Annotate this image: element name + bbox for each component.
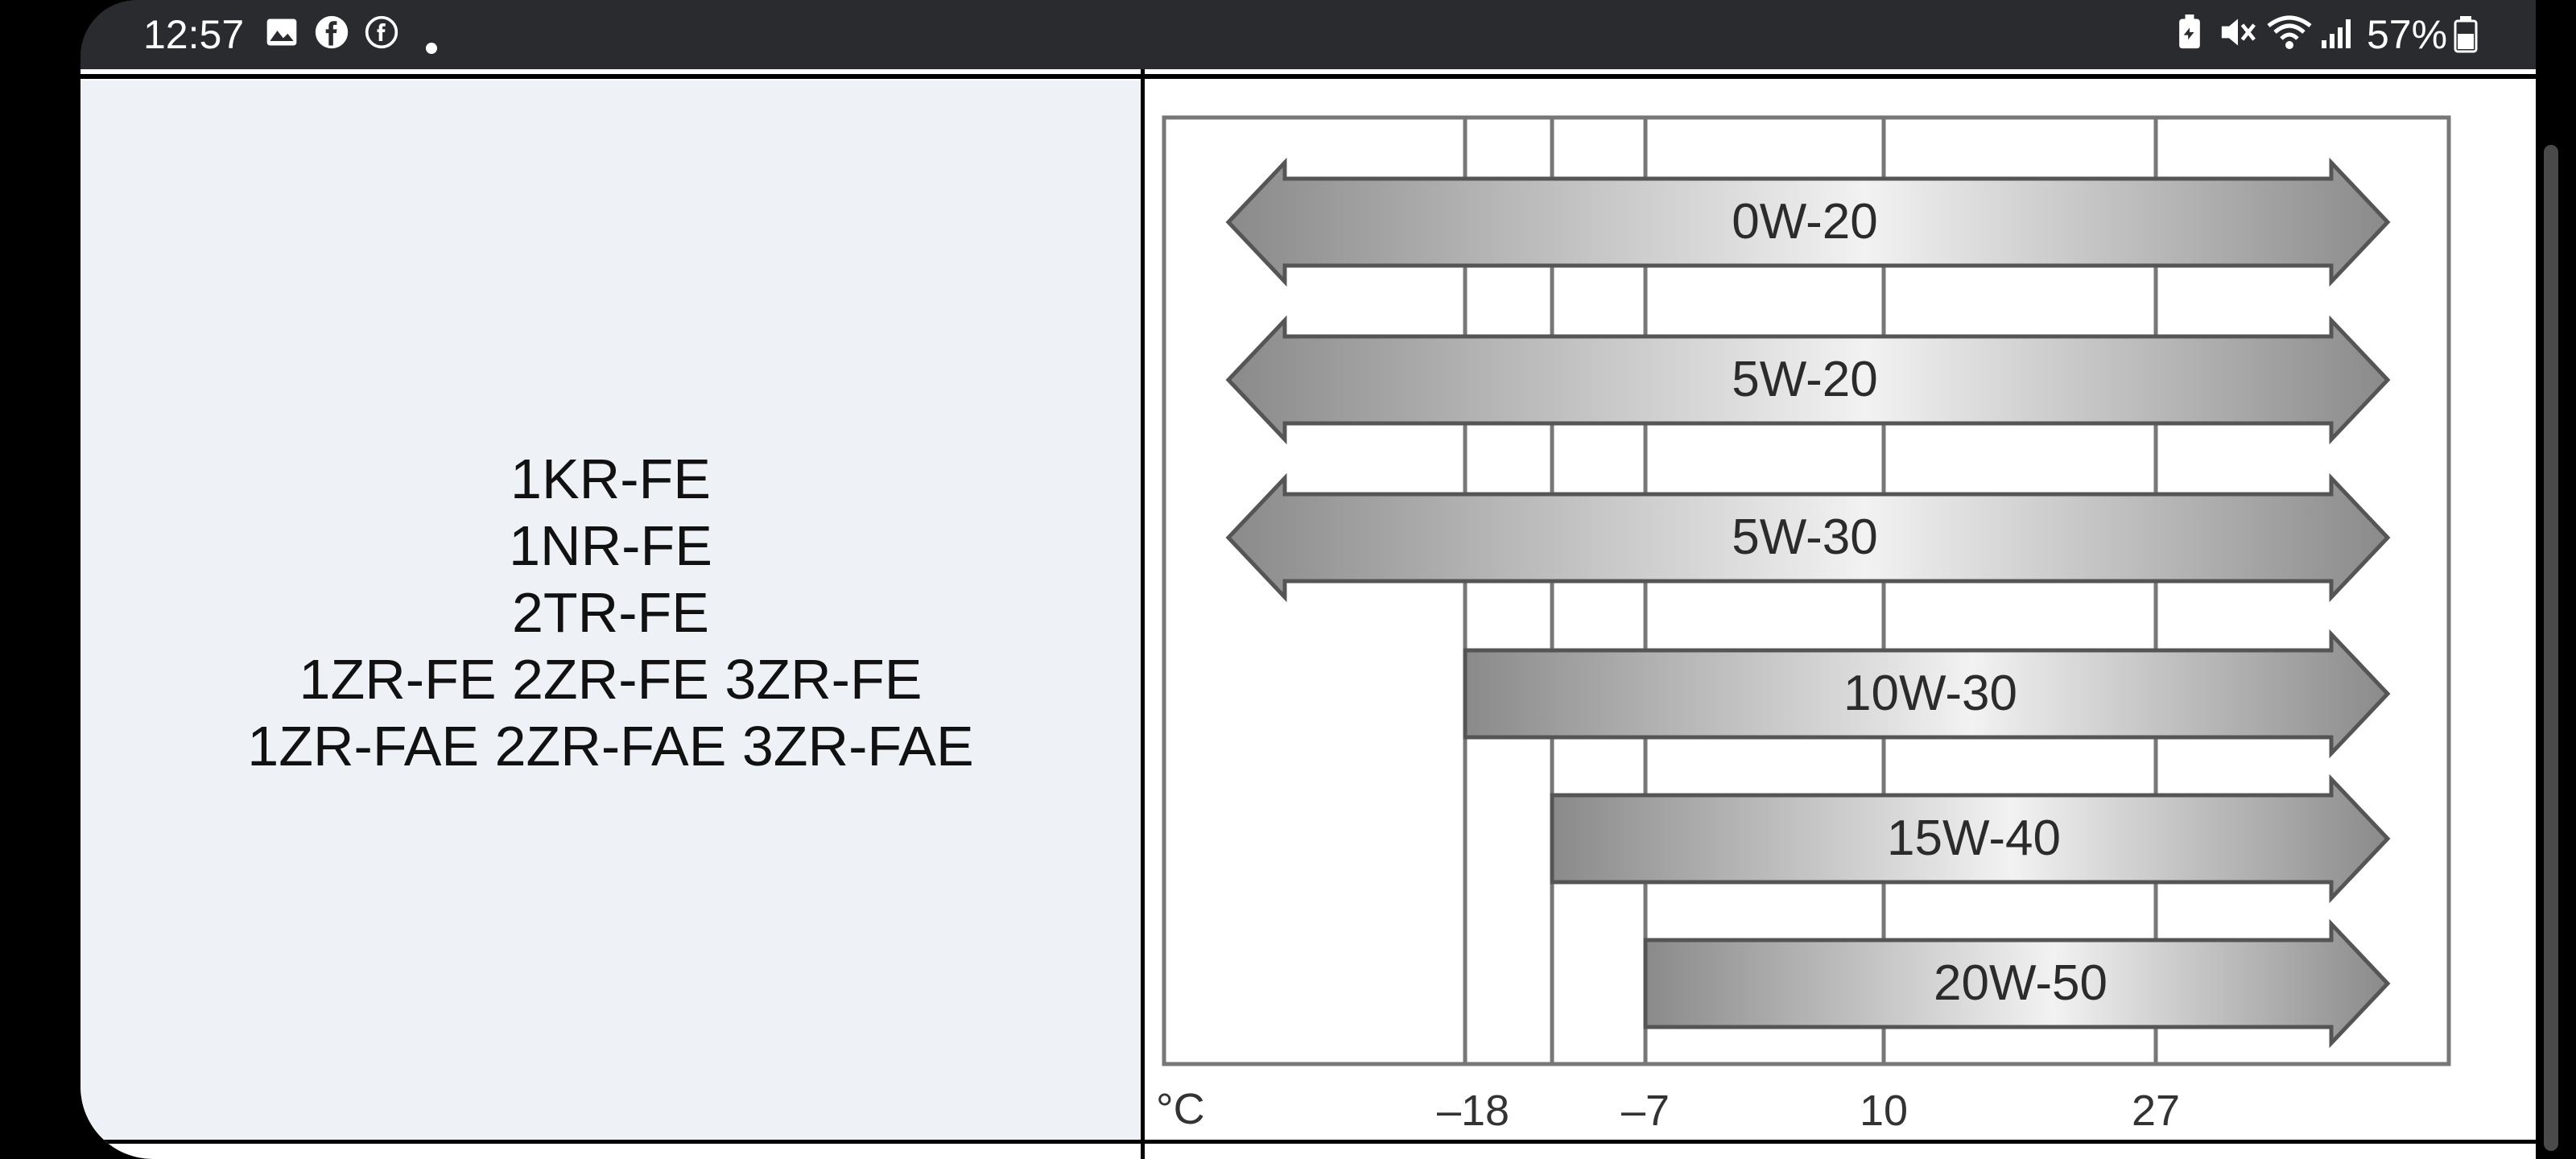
chart-frame xyxy=(1162,115,2451,1066)
viscosity-arrow-shape xyxy=(1643,918,2391,1049)
oil-viscosity-chart: 0W-20 5W-20 5W-30 10W-30 15W-40 20W-50 –18 –7 1… xyxy=(1145,80,2536,1145)
x-tick-label: –7 xyxy=(1621,1087,1670,1135)
viscosity-arrow-shape xyxy=(1463,629,2391,759)
x-tick-label: –18 xyxy=(1437,1087,1509,1135)
viscosity-label: 10W-30 xyxy=(1843,666,2017,721)
viscosity-chart-svg: 0W-20 5W-20 5W-30 10W-30 15W-40 20W-50 –18 –7 1… xyxy=(1156,115,2451,1135)
battery-percent: 57% xyxy=(2367,12,2448,57)
manual-page: 1KR-FE 1NR-FE 2TR-FE 1ZR-FE 2ZR-FE 3ZR-F… xyxy=(80,69,2536,1159)
x-tick-label: 27 xyxy=(2132,1087,2180,1135)
facebook-icon xyxy=(314,14,349,58)
viscosity-arrow-shape xyxy=(1225,472,2391,603)
engine-list-cell: 1KR-FE 1NR-FE 2TR-FE 1ZR-FE 2ZR-FE 3ZR-F… xyxy=(80,80,1141,1145)
status-time: 12:57 xyxy=(143,12,245,57)
viscosity-label: 15W-40 xyxy=(1887,810,2061,866)
image-icon xyxy=(264,14,299,58)
engine-item: 2TR-FE xyxy=(511,580,709,644)
viscosity-arrow-shape xyxy=(1550,773,2391,904)
temperature-unit-label: °C xyxy=(1156,1085,1205,1133)
battery-saver-icon xyxy=(2174,14,2206,58)
viscosity-arrow: 5W-30 xyxy=(1225,472,2391,603)
signal-icon xyxy=(2320,14,2355,58)
viscosity-arrow: 0W-20 xyxy=(1225,157,2391,287)
engine-item: 1ZR-FE 2ZR-FE 3ZR-FE xyxy=(299,647,923,711)
engine-item: 1KR-FE xyxy=(510,447,711,510)
viscosity-label: 5W-30 xyxy=(1732,509,1878,565)
viscosity-arrow: 20W-50 xyxy=(1643,918,2391,1049)
viscosity-label: 20W-50 xyxy=(1934,955,2107,1011)
engine-list: 1KR-FE 1NR-FE 2TR-FE 1ZR-FE 2ZR-FE 3ZR-F… xyxy=(247,446,973,780)
mute-icon xyxy=(2219,14,2257,58)
table-divider xyxy=(1141,69,1145,1159)
viscosity-arrow: 5W-20 xyxy=(1225,315,2391,445)
x-tick-label: 10 xyxy=(1860,1087,1908,1135)
table-top-border xyxy=(80,74,2536,79)
viscosity-label: 0W-20 xyxy=(1732,194,1878,250)
battery-icon xyxy=(2454,16,2478,61)
table-bottom-border xyxy=(80,1140,2536,1144)
viscosity-label: 5W-20 xyxy=(1732,352,1878,407)
wifi-icon xyxy=(2267,14,2312,58)
viscosity-arrow-shape xyxy=(1225,315,2391,445)
engine-item: 1NR-FE xyxy=(509,514,712,577)
facebook-messenger-icon xyxy=(364,14,399,58)
scrollbar[interactable] xyxy=(2544,145,2558,1151)
viscosity-arrow-shape xyxy=(1225,157,2391,287)
viscosity-arrow: 10W-30 xyxy=(1463,629,2391,759)
status-bar: 12:57 57% xyxy=(80,0,2536,69)
viscosity-arrow: 15W-40 xyxy=(1550,773,2391,904)
engine-item: 1ZR-FAE 2ZR-FAE 3ZR-FAE xyxy=(247,714,974,777)
dot-icon xyxy=(425,24,438,63)
